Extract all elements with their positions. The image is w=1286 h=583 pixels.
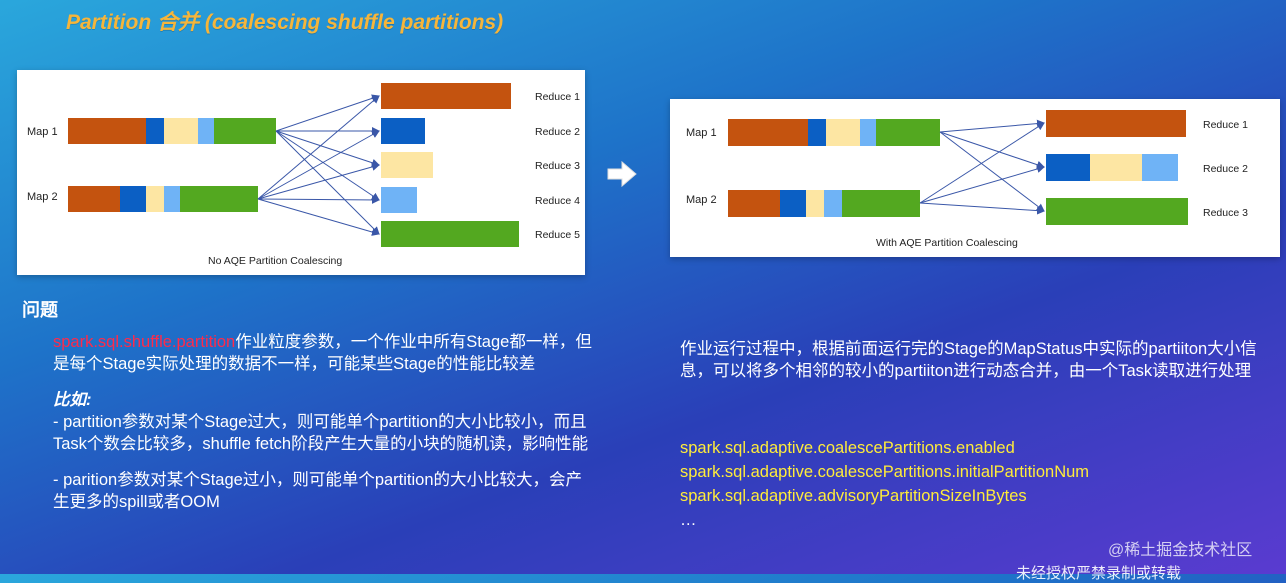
map2-seg-blue	[120, 186, 146, 212]
map1-seg-cream	[164, 118, 198, 144]
r-map2-seg-blue	[780, 190, 806, 217]
site-watermark: @稀土掘金技术社区	[1108, 542, 1253, 559]
map1-seg-green	[214, 118, 276, 144]
r-reduce2-seg-cream	[1090, 154, 1142, 181]
r-map2-label: Map 2	[686, 194, 717, 206]
map2-seg-lightblue	[164, 186, 180, 212]
solution-description: 作业运行过程中，根据前面运行完的Stage的MapStatus中实际的parti…	[680, 340, 1257, 380]
diagram-no-aqe: Map 1 Map 2 Reduce 1 Reduce 2 Reduce 3 R…	[17, 70, 585, 275]
r-map2-seg-green	[842, 190, 920, 217]
r-map2-seg-cream	[806, 190, 824, 217]
shuffle-arrows-right	[919, 119, 1045, 215]
problem-description: spark.sql.shuffle.partition作业粒度参数，一个作业中所…	[53, 331, 593, 375]
r-map1-seg-green	[876, 119, 940, 146]
r-reduce1-label: Reduce 1	[1203, 119, 1248, 131]
diagram-no-aqe-canvas: Map 1 Map 2 Reduce 1 Reduce 2 Reduce 3 R…	[27, 83, 580, 267]
shuffle-partition-config: spark.sql.shuffle.partition	[53, 333, 236, 351]
map1-seg-blue	[146, 118, 164, 144]
reduce5-block	[381, 221, 519, 247]
r-reduce2-seg-lightblue	[1142, 154, 1178, 181]
reduce5-label: Reduce 5	[535, 229, 580, 241]
problem-description-text: 作业粒度参数，一个作业中所有Stage都一样，但是每个Stage实际处理的数据不…	[53, 333, 592, 373]
config-ellipsis: …	[680, 511, 697, 529]
copyright-watermark: 未经授权严禁录制或转载	[1016, 565, 1182, 582]
problem-text-block: spark.sql.shuffle.partition作业粒度参数，一个作业中所…	[53, 331, 593, 513]
diagram-with-aqe: Map 1 Map 2 Reduce 1 Reduce 2 Reduce 3 W…	[670, 99, 1280, 257]
reduce3-block	[381, 152, 433, 178]
r-reduce3-block	[1046, 198, 1188, 225]
example-heading: 比如:	[53, 391, 92, 409]
adaptive-config-list: spark.sql.adaptive.coalescePartitions.en…	[680, 436, 1089, 532]
map2-label: Map 2	[27, 191, 58, 203]
reduce2-label: Reduce 2	[535, 126, 580, 138]
config-initial-partition-num: spark.sql.adaptive.coalescePartitions.in…	[680, 463, 1090, 481]
diagram-with-aqe-canvas: Map 1 Map 2 Reduce 1 Reduce 2 Reduce 3 W…	[686, 110, 1248, 249]
r-reduce1-block	[1046, 110, 1186, 137]
r-map1-seg-orange	[728, 119, 808, 146]
example-item-1: - partition参数对某个Stage过大，则可能单个partition的大…	[53, 413, 589, 453]
r-map2-seg-lightblue	[824, 190, 842, 217]
map1-seg-lightblue	[198, 118, 214, 144]
shuffle-arrows-left	[257, 94, 380, 236]
r-map1-seg-blue	[808, 119, 826, 146]
map1-label: Map 1	[27, 126, 58, 138]
r-reduce2-label: Reduce 2	[1203, 163, 1248, 175]
r-map1-seg-cream	[826, 119, 860, 146]
r-map2-seg-orange	[728, 190, 780, 217]
map2-seg-orange	[68, 186, 120, 212]
r-map1-label: Map 1	[686, 127, 717, 139]
diagram-caption-right: With AQE Partition Coalescing	[876, 237, 1018, 249]
diagram-caption-left: No AQE Partition Coalescing	[208, 255, 342, 267]
arrow-right-icon	[607, 160, 637, 188]
reduce1-block	[381, 83, 511, 109]
r-map1-seg-lightblue	[860, 119, 876, 146]
reduce2-block	[381, 118, 425, 144]
example-item-2: - parition参数对某个Stage过小，则可能单个partition的大小…	[53, 471, 583, 511]
r-reduce2-seg-blue	[1046, 154, 1090, 181]
config-coalesce-enabled: spark.sql.adaptive.coalescePartitions.en…	[680, 439, 1015, 457]
reduce4-block	[381, 187, 417, 213]
problem-heading: 问题	[22, 300, 58, 320]
reduce1-label: Reduce 1	[535, 91, 580, 103]
r-reduce3-label: Reduce 3	[1203, 207, 1248, 219]
map2-seg-green	[180, 186, 258, 212]
reduce4-label: Reduce 4	[535, 195, 580, 207]
map2-seg-cream	[146, 186, 164, 212]
config-advisory-partition-size: spark.sql.adaptive.advisoryPartitionSize…	[680, 487, 1027, 505]
slide-title: Partition 合并 (coalescing shuffle partiti…	[66, 11, 504, 34]
reduce3-label: Reduce 3	[535, 160, 580, 172]
map1-seg-orange	[68, 118, 146, 144]
